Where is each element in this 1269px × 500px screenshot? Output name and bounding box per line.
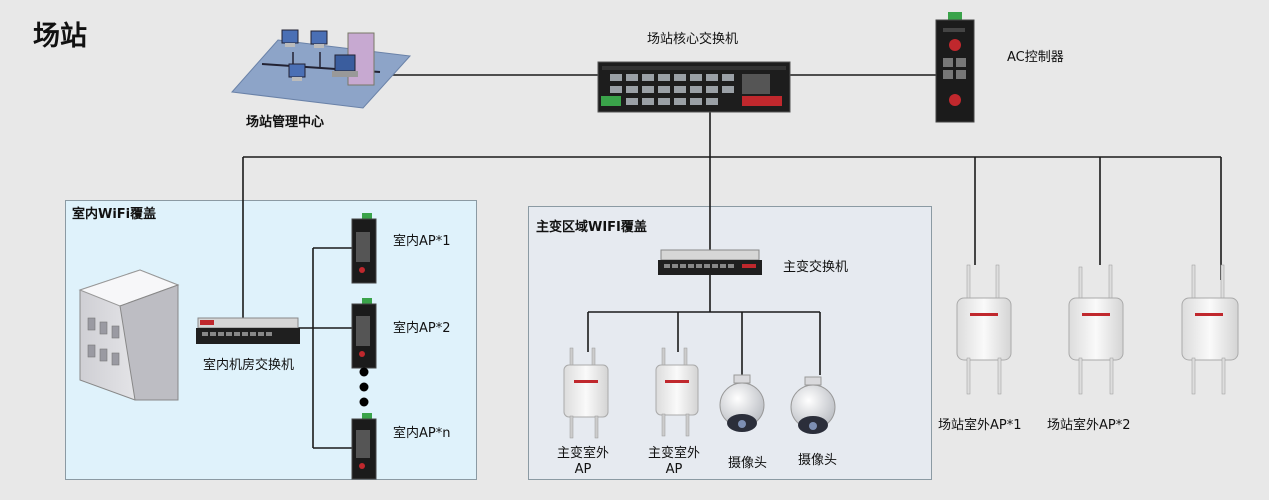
main-outdoor-ap-2-icon xyxy=(655,347,699,437)
indoor-ap-1-icon xyxy=(351,213,377,284)
main-ap-2-label-line1: 主变室外 xyxy=(647,446,700,461)
main-zone-title: 主变区域WIFI覆盖 xyxy=(536,220,647,235)
main-outdoor-ap-1-icon xyxy=(563,347,609,439)
outdoor-ap-1-label: 场站室外AP*1 xyxy=(938,418,1022,433)
indoor-ap-2-icon xyxy=(351,298,377,369)
main-switch-label: 主变交换机 xyxy=(783,260,849,275)
main-switch-icon xyxy=(658,249,762,275)
indoor-ap-n-icon xyxy=(351,413,377,480)
management-center-icon xyxy=(230,29,412,109)
ellipsis-dots xyxy=(359,367,369,407)
ac-controller-icon xyxy=(935,12,975,123)
indoor-ap-n-label: 室内AP*n xyxy=(393,426,451,441)
connection-lines xyxy=(242,74,1222,449)
page-title: 场站 xyxy=(33,21,87,52)
core-switch-label: 场站核心交换机 xyxy=(647,32,739,47)
outdoor-ap-2-icon xyxy=(1068,264,1124,395)
indoor-switch-icon xyxy=(196,317,300,344)
ac-controller-label: AC控制器 xyxy=(1007,50,1064,65)
indoor-zone-title: 室内WiFi覆盖 xyxy=(72,207,157,222)
main-ap-2-label-line2: AP xyxy=(665,462,683,477)
building-icon xyxy=(78,269,180,401)
outdoor-ap-3-icon xyxy=(1181,264,1239,395)
main-ap-1-label-line1: 主变室外 xyxy=(556,446,609,461)
camera-2-label: 摄像头 xyxy=(798,453,838,468)
indoor-switch-label: 室内机房交换机 xyxy=(203,358,295,373)
main-ap-1-label-line2: AP xyxy=(574,462,592,477)
indoor-ap-2-label: 室内AP*2 xyxy=(393,321,451,336)
camera-2-icon xyxy=(790,376,836,434)
core-switch-icon xyxy=(597,61,791,113)
camera-1-label: 摄像头 xyxy=(728,456,768,471)
indoor-ap-1-label: 室内AP*1 xyxy=(393,234,451,249)
outdoor-ap-2-label: 场站室外AP*2 xyxy=(1047,418,1131,433)
management-center-label: 场站管理中心 xyxy=(246,115,325,130)
outdoor-ap-1-icon xyxy=(956,264,1012,395)
camera-1-icon xyxy=(719,374,765,432)
